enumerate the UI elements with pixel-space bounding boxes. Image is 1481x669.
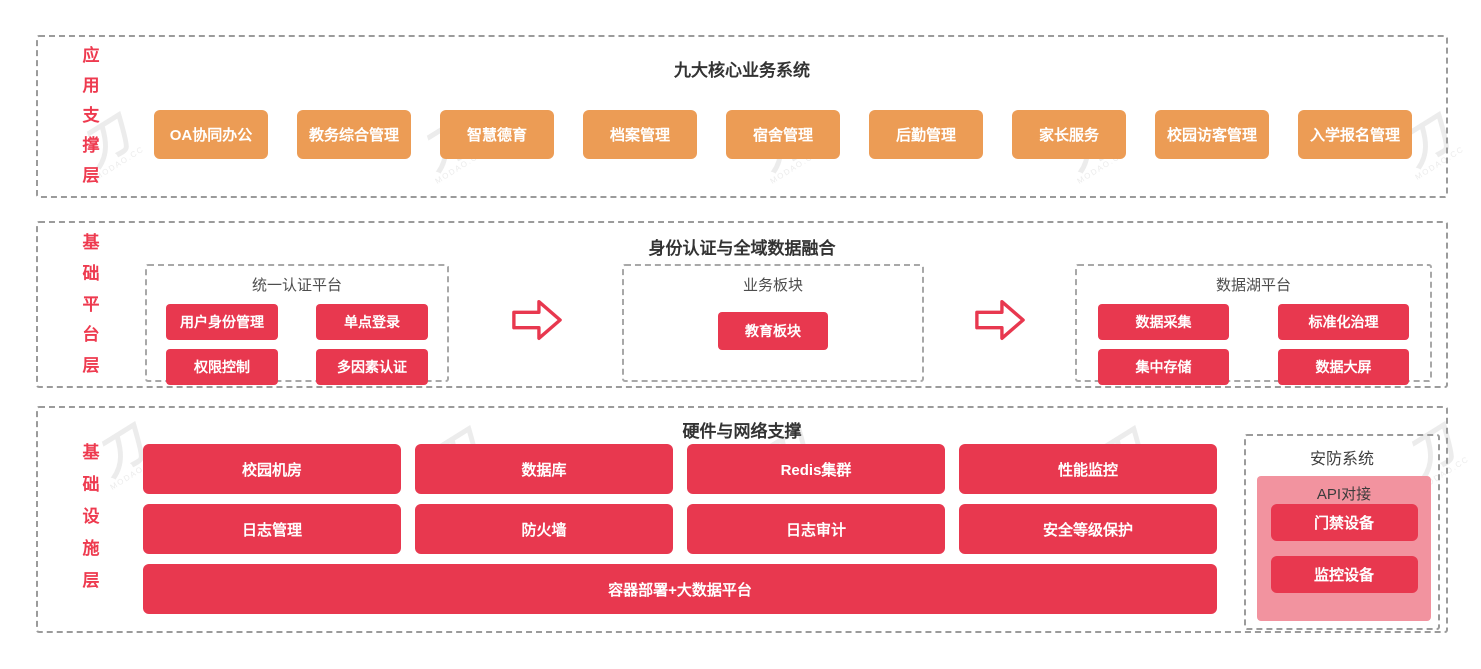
node-standardization[interactable]: 标准化治理	[1278, 304, 1409, 340]
node-data-dashboard[interactable]: 数据大屏	[1278, 349, 1409, 385]
node-parent-service[interactable]: 家长服务	[1012, 110, 1126, 159]
node-central-storage[interactable]: 集中存储	[1098, 349, 1229, 385]
datalake-buttons-grid: 数据采集 标准化治理 集中存储 数据大屏	[1077, 304, 1430, 385]
node-enrollment-mgmt[interactable]: 入学报名管理	[1298, 110, 1412, 159]
platform-layer-title: 身份认证与全域数据融合	[648, 239, 836, 258]
label-char: 设	[82, 507, 100, 526]
group-unified-auth: 统一认证平台 用户身份管理 单点登录 权限控制 多因素认证	[145, 264, 449, 385]
infra-buttons-grid: 校园机房 数据库 Redis集群 性能监控 日志管理 防火墙 日志审计 安全等级…	[143, 444, 1217, 614]
node-mfa[interactable]: 多因素认证	[316, 349, 428, 385]
label-char: 础	[82, 263, 100, 283]
auth-buttons-grid: 用户身份管理 单点登录 权限控制 多因素认证	[147, 304, 447, 385]
node-campus-server-room[interactable]: 校园机房	[143, 444, 401, 494]
label-char: 层	[82, 166, 100, 185]
core-systems-row: OA协同办公 教务综合管理 智慧德育 档案管理 宿舍管理 后勤管理 家长服务 校…	[154, 110, 1412, 159]
app-layer-title: 九大核心业务系统	[674, 61, 810, 80]
node-logistics-mgmt[interactable]: 后勤管理	[869, 110, 983, 159]
node-oa-office[interactable]: OA协同办公	[154, 110, 268, 159]
node-data-collection[interactable]: 数据采集	[1098, 304, 1229, 340]
group-security-system: 安防系统 API对接 门禁设备 监控设备	[1244, 434, 1440, 630]
layer-infrastructure-label: 基 础 设 施 层	[78, 408, 104, 631]
layer-app-support: 应 用 支 撑 层 九大核心业务系统 OA协同办公 教务综合管理 智慧德育 档案…	[36, 35, 1448, 198]
node-database[interactable]: 数据库	[415, 444, 673, 494]
label-char: 用	[82, 76, 100, 95]
group-data-lake: 数据湖平台 数据采集 标准化治理 集中存储 数据大屏	[1075, 264, 1432, 385]
layer-infrastructure: 基 础 设 施 层 硬件与网络支撑 校园机房 数据库 Redis集群 性能监控 …	[36, 406, 1448, 633]
group-business-title: 业务板块	[742, 277, 803, 294]
flow-arrow-icon	[975, 300, 1025, 340]
node-moral-education[interactable]: 智慧德育	[440, 110, 554, 159]
label-char: 层	[82, 356, 100, 375]
label-char: 础	[82, 475, 100, 494]
label-char: 施	[82, 539, 100, 558]
flow-arrow-icon	[512, 300, 562, 340]
node-performance-monitor[interactable]: 性能监控	[959, 444, 1217, 494]
label-char: 支	[82, 106, 100, 125]
infra-layer-title: 硬件与网络支撑	[682, 422, 802, 441]
label-char: 平	[82, 294, 100, 314]
group-unified-auth-title: 统一认证平台	[251, 277, 342, 294]
group-data-lake-title: 数据湖平台	[1215, 277, 1291, 294]
node-log-mgmt[interactable]: 日志管理	[143, 504, 401, 554]
api-integration-panel: API对接 门禁设备 监控设备	[1257, 476, 1431, 621]
node-permission-control[interactable]: 权限控制	[166, 349, 278, 385]
label-char: 撑	[82, 136, 100, 155]
node-archives-mgmt[interactable]: 档案管理	[583, 110, 697, 159]
group-business-module: 业务板块 教育板块	[622, 264, 924, 382]
node-surveillance-device[interactable]: 监控设备	[1270, 556, 1418, 593]
label-char: 层	[82, 571, 100, 590]
node-education-module[interactable]: 教育板块	[718, 312, 828, 350]
label-char: 基	[82, 233, 100, 252]
node-container-bigdata-platform[interactable]: 容器部署+大数据平台	[143, 564, 1217, 614]
node-dorm-mgmt[interactable]: 宿舍管理	[726, 110, 840, 159]
layer-base-platform: 基 础 平 台 层 身份认证与全域数据融合 统一认证平台 用户身份管理 单点登录…	[36, 221, 1448, 388]
node-access-control-device[interactable]: 门禁设备	[1270, 504, 1418, 541]
layer-app-support-label: 应 用 支 撑 层	[78, 37, 104, 196]
api-integration-title: API对接	[1316, 486, 1372, 503]
node-log-audit[interactable]: 日志审计	[687, 504, 945, 554]
security-system-title: 安防系统	[1309, 451, 1374, 468]
node-single-sign-on[interactable]: 单点登录	[316, 304, 428, 340]
label-char: 基	[82, 443, 100, 462]
node-visitor-mgmt[interactable]: 校园访客管理	[1155, 110, 1269, 159]
business-buttons: 教育板块	[624, 312, 922, 350]
node-firewall[interactable]: 防火墙	[415, 504, 673, 554]
node-security-level-protection[interactable]: 安全等级保护	[959, 504, 1217, 554]
label-char: 应	[82, 46, 100, 65]
node-academic-mgmt[interactable]: 教务综合管理	[297, 110, 411, 159]
label-char: 台	[82, 325, 100, 345]
node-redis-cluster[interactable]: Redis集群	[687, 444, 945, 494]
layer-base-platform-label: 基 础 平 台 层	[78, 223, 104, 386]
node-user-identity[interactable]: 用户身份管理	[166, 304, 278, 340]
